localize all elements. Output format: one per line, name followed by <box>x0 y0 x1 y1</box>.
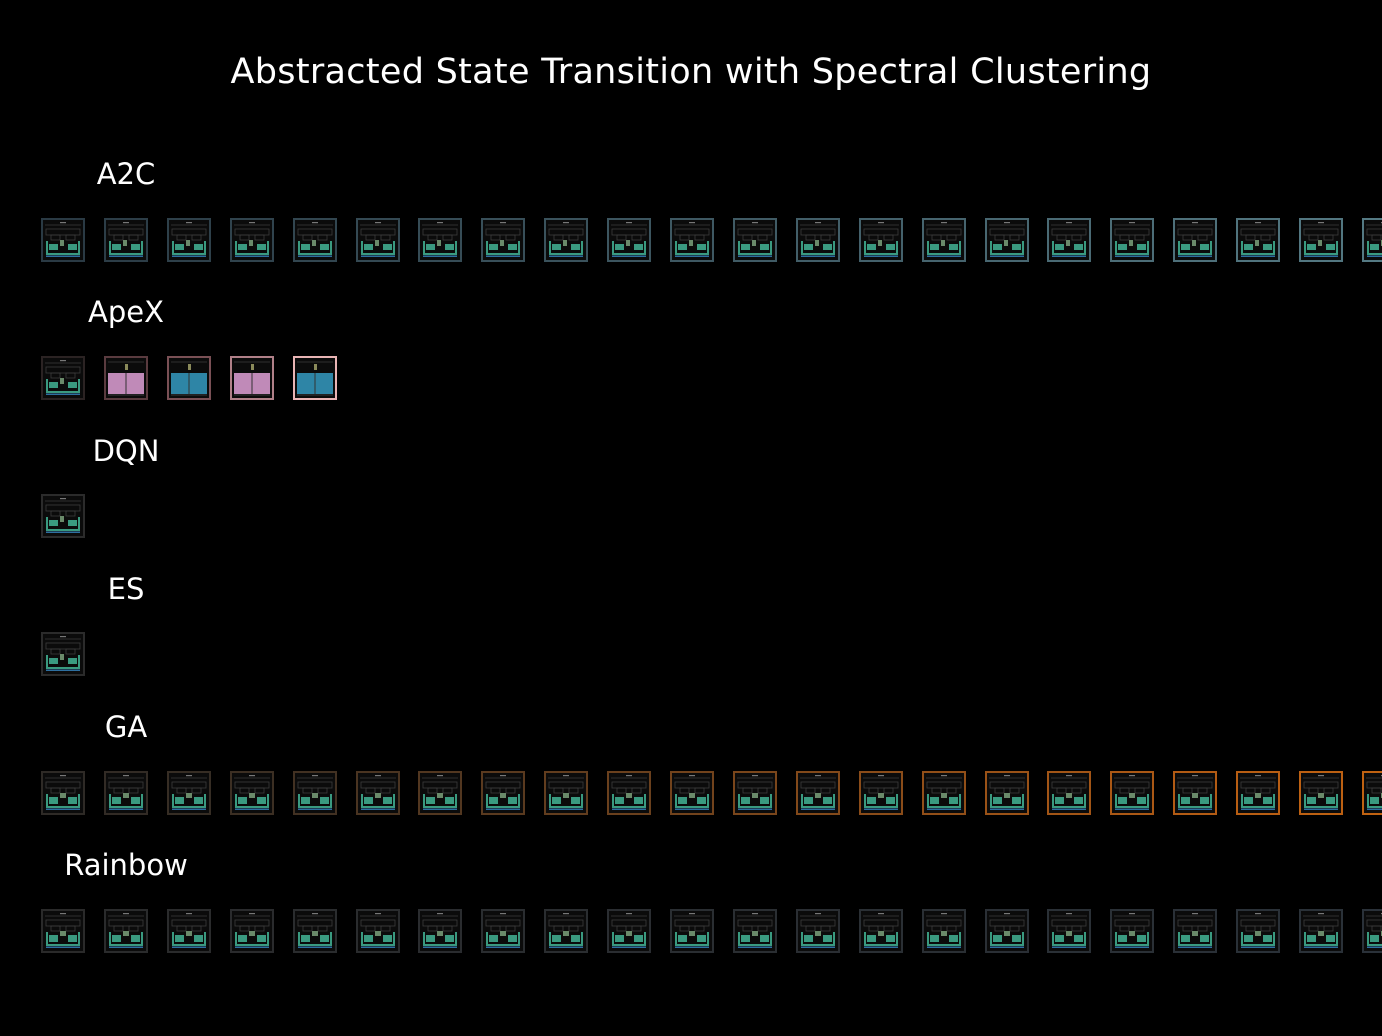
state-thumbnail <box>418 909 462 953</box>
row-label-rainbow: Rainbow <box>64 848 188 882</box>
state-thumbnail <box>670 771 714 815</box>
state-thumbnail <box>481 218 525 262</box>
thumb-row-dqn <box>41 494 1382 540</box>
state-thumbnail <box>356 771 400 815</box>
state-thumbnail <box>230 218 274 262</box>
state-thumbnail <box>1173 218 1217 262</box>
state-thumbnail <box>1236 909 1280 953</box>
state-thumbnail <box>1110 909 1154 953</box>
state-thumbnail <box>607 771 651 815</box>
state-thumbnail <box>356 218 400 262</box>
row-label-es: ES <box>107 572 145 606</box>
state-thumbnail <box>41 356 85 400</box>
state-thumbnail <box>985 218 1029 262</box>
state-thumbnail <box>1362 218 1382 262</box>
state-thumbnail <box>796 909 840 953</box>
state-thumbnail <box>922 218 966 262</box>
state-thumbnail <box>356 909 400 953</box>
state-thumbnail <box>418 218 462 262</box>
state-thumbnail <box>293 218 337 262</box>
state-thumbnail <box>1047 771 1091 815</box>
state-thumbnail <box>41 771 85 815</box>
row-label-ga: GA <box>104 710 148 744</box>
state-thumbnail <box>733 909 777 953</box>
figure-title: Abstracted State Transition with Spectra… <box>230 52 1152 92</box>
state-thumbnail <box>418 771 462 815</box>
state-thumbnail <box>1047 909 1091 953</box>
state-thumbnail <box>481 909 525 953</box>
state-thumbnail <box>670 218 714 262</box>
state-thumbnail <box>1362 771 1382 815</box>
row-label-apex: ApeX <box>88 295 164 329</box>
state-thumbnail <box>104 218 148 262</box>
state-thumbnail <box>167 356 211 400</box>
state-thumbnail <box>41 494 85 538</box>
thumb-row-rainbow <box>41 909 1382 955</box>
state-thumbnail <box>859 771 903 815</box>
state-thumbnail <box>104 771 148 815</box>
state-thumbnail <box>41 218 85 262</box>
state-thumbnail <box>104 356 148 400</box>
state-thumbnail <box>481 771 525 815</box>
state-thumbnail <box>1299 909 1343 953</box>
state-thumbnail <box>1236 218 1280 262</box>
row-label-dqn: DQN <box>92 434 160 468</box>
state-thumbnail <box>607 218 651 262</box>
state-thumbnail <box>1173 909 1217 953</box>
state-thumbnail <box>230 356 274 400</box>
state-thumbnail <box>1362 909 1382 953</box>
state-thumbnail <box>167 909 211 953</box>
thumb-row-a2c <box>41 218 1382 264</box>
state-thumbnail <box>922 909 966 953</box>
state-thumbnail <box>293 356 337 400</box>
state-thumbnail <box>230 909 274 953</box>
state-thumbnail <box>733 218 777 262</box>
state-thumbnail <box>859 909 903 953</box>
row-label-a2c: A2C <box>96 157 156 191</box>
state-thumbnail <box>41 909 85 953</box>
state-thumbnail <box>922 771 966 815</box>
state-thumbnail <box>733 771 777 815</box>
thumb-row-es <box>41 632 1382 678</box>
state-thumbnail <box>1047 218 1091 262</box>
state-thumbnail <box>670 909 714 953</box>
state-thumbnail <box>544 218 588 262</box>
state-thumbnail <box>859 218 903 262</box>
state-thumbnail <box>167 218 211 262</box>
state-thumbnail <box>230 771 274 815</box>
thumb-row-apex <box>41 356 1382 402</box>
state-thumbnail <box>985 909 1029 953</box>
state-thumbnail <box>1299 218 1343 262</box>
state-thumbnail <box>544 771 588 815</box>
state-thumbnail <box>41 632 85 676</box>
state-thumbnail <box>104 909 148 953</box>
state-thumbnail <box>293 909 337 953</box>
state-thumbnail <box>607 909 651 953</box>
state-thumbnail <box>796 771 840 815</box>
state-thumbnail <box>1173 771 1217 815</box>
state-thumbnail <box>167 771 211 815</box>
state-thumbnail <box>796 218 840 262</box>
state-thumbnail <box>985 771 1029 815</box>
state-thumbnail <box>1110 771 1154 815</box>
state-thumbnail <box>293 771 337 815</box>
state-thumbnail <box>1110 218 1154 262</box>
state-thumbnail <box>1236 771 1280 815</box>
state-thumbnail <box>1299 771 1343 815</box>
thumb-row-ga <box>41 771 1382 817</box>
state-thumbnail <box>544 909 588 953</box>
